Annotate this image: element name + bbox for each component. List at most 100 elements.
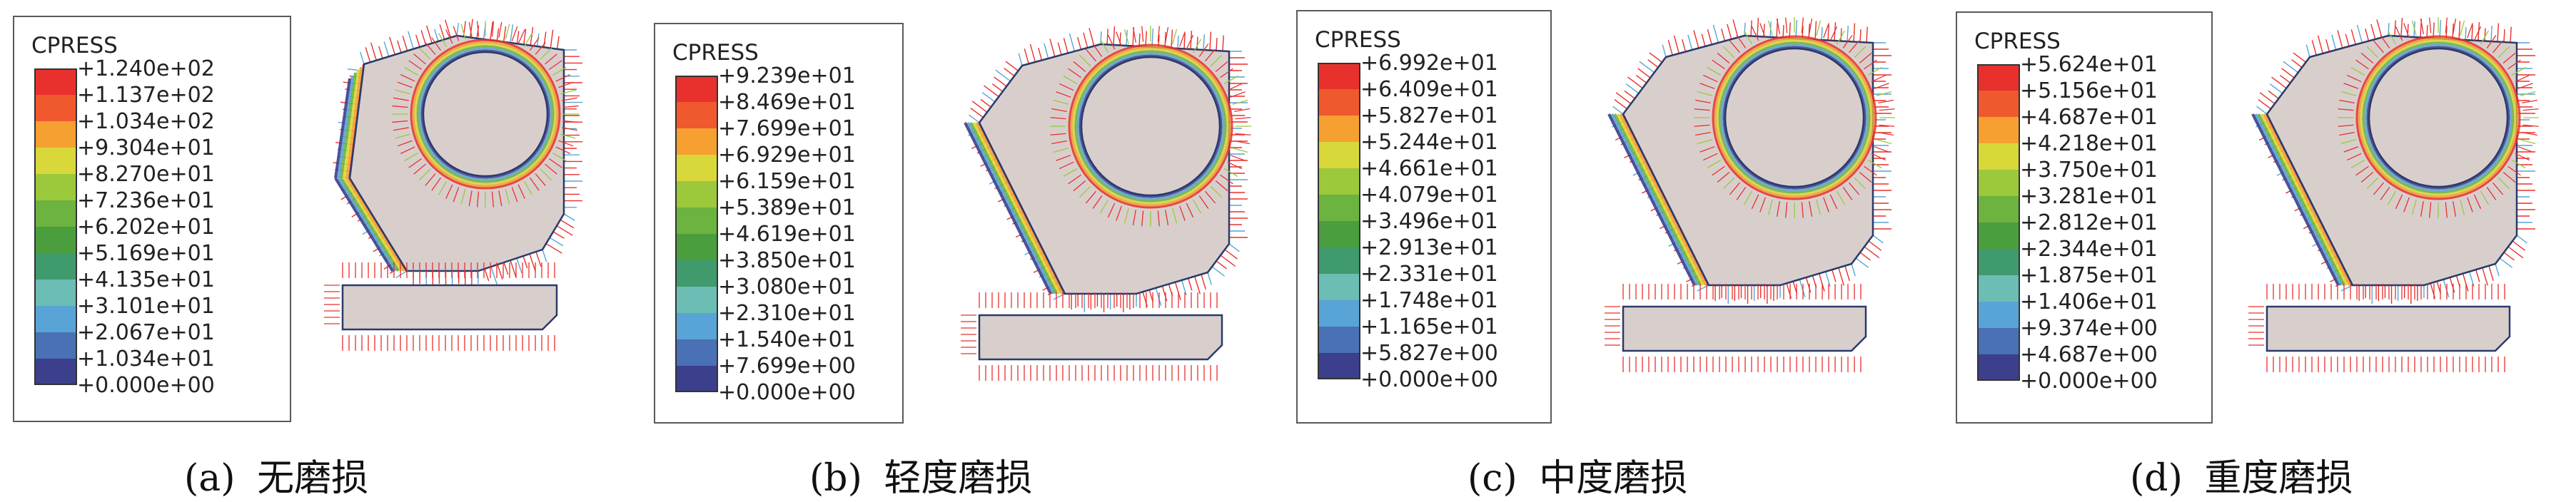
pressure-arrow — [1859, 252, 1871, 261]
pressure-arrow — [2360, 52, 2374, 64]
pressure-arrow — [2453, 19, 2457, 34]
legend-swatch — [1977, 91, 2020, 117]
pressure-arrow — [470, 19, 473, 38]
pressure-arrow — [1785, 202, 1788, 218]
pressure-arrow — [1836, 190, 1846, 205]
pressure-arrow — [2339, 132, 2355, 136]
contact-ring — [1722, 46, 1867, 190]
pressure-arrow — [1836, 30, 1846, 45]
pressure-arrow — [2279, 75, 2291, 83]
pressure-arrow — [1018, 53, 1023, 66]
contact-band — [345, 66, 363, 179]
pressure-arrow — [1201, 274, 1206, 290]
pressure-arrow — [1068, 68, 1081, 78]
pressure-arrow — [1138, 33, 1141, 47]
pressure-arrow — [1673, 35, 1680, 54]
legend-tick-label: +1.540e+01 — [718, 327, 856, 352]
pressure-arrow — [2522, 99, 2537, 103]
base-plate — [978, 314, 1223, 361]
circular-hole — [1724, 47, 1865, 188]
pressure-arrow — [1702, 74, 1718, 83]
caption-text: 轻度磨损 — [884, 457, 1033, 500]
legend-swatch — [34, 280, 77, 306]
pressure-arrow — [2502, 171, 2516, 183]
pressure-arrow — [560, 219, 575, 229]
pressure-arrow — [543, 31, 547, 48]
pressure-arrow — [2373, 40, 2385, 53]
legend-tick-label: +1.165e+01 — [1360, 314, 1498, 339]
legend-tick-label: +2.812e+01 — [2020, 210, 2158, 235]
pressure-arrow — [1198, 195, 1209, 209]
pressure-arrow — [2388, 22, 2390, 36]
contact-ring — [2364, 43, 2512, 192]
base-plate — [2266, 305, 2511, 352]
pressure-arrow — [2512, 240, 2526, 251]
legend-swatch — [675, 339, 718, 366]
pressure-arrow — [1695, 132, 1711, 136]
pressure-arrow — [1823, 197, 1829, 212]
pressure-arrow — [562, 120, 579, 123]
contact-band — [1610, 113, 1699, 286]
pressure-arrow — [562, 127, 578, 131]
contact-pressure-figure — [324, 19, 582, 351]
legend-tick-label: +2.913e+01 — [1360, 235, 1498, 260]
pressure-arrow — [496, 28, 500, 41]
pressure-arrow — [1693, 30, 1699, 48]
pressure-arrow — [1757, 18, 1759, 37]
pressure-arrow — [560, 89, 576, 95]
legend-swatch — [675, 155, 718, 181]
legend-swatch — [1318, 63, 1360, 89]
pressure-arrow — [1204, 48, 1216, 62]
pressure-arrow — [1083, 32, 1089, 48]
pressure-arrow — [2443, 279, 2450, 297]
legend-tick-label: +7.699e+00 — [718, 354, 856, 379]
pressure-arrow — [563, 213, 575, 221]
pressure-arrow — [2345, 34, 2350, 47]
pressure-arrow — [511, 187, 518, 203]
contact-ring — [1070, 46, 1231, 207]
pressure-arrow — [1767, 199, 1773, 215]
pressure-arrow — [517, 29, 525, 44]
pressure-arrow — [397, 40, 402, 53]
pressure-arrow — [1707, 66, 1722, 76]
contact-band — [975, 122, 1064, 294]
legend-tick-label: +4.135e+01 — [77, 267, 215, 292]
pressure-arrow — [1736, 35, 1747, 48]
panel-b: CPRESS +9.239e+01+8.469e+01+7.699e+01+6.… — [644, 0, 1288, 502]
legend-tick-label: +6.929e+01 — [718, 143, 856, 168]
pressure-arrow — [1056, 155, 1071, 161]
pressure-arrow — [1188, 277, 1193, 291]
pressure-arrow — [1847, 25, 1849, 42]
pressure-arrow — [1732, 19, 1739, 38]
contact-band — [340, 72, 357, 179]
pressure-arrow — [2426, 24, 2428, 39]
pressure-arrow — [1024, 48, 1029, 64]
pressure-arrow — [2458, 21, 2461, 40]
pressure-arrow — [535, 173, 546, 186]
pressure-arrow — [2339, 99, 2355, 103]
pressure-arrow — [1216, 260, 1227, 270]
pressure-arrow — [2522, 108, 2539, 111]
legend-tick-label: +5.244e+01 — [1360, 130, 1498, 155]
pressure-arrow — [1099, 199, 1109, 214]
pressure-arrow — [2271, 76, 2287, 89]
pressure-arrow — [2486, 187, 2497, 200]
pressure-arrow — [1132, 210, 1136, 225]
contact-ring — [412, 41, 559, 188]
pressure-arrow — [2486, 35, 2497, 48]
pressure-arrow — [1854, 46, 1867, 58]
legend-swatch — [675, 102, 718, 128]
pressure-arrow — [2403, 23, 2410, 39]
pressure-arrow — [1157, 210, 1160, 227]
pressure-arrow — [549, 237, 564, 247]
pressure-arrow — [503, 262, 509, 275]
pressure-arrow — [2346, 74, 2362, 83]
legend-tick-label: +8.469e+01 — [718, 90, 856, 115]
pressure-arrow — [1179, 205, 1186, 221]
legend-swatch — [1318, 300, 1360, 327]
legend-swatch — [1318, 116, 1360, 142]
pressure-arrow — [522, 255, 528, 269]
caption-text: 无磨损 — [257, 457, 369, 500]
legend-tick-label: +3.080e+01 — [718, 275, 856, 299]
pressure-arrow — [1814, 21, 1817, 40]
